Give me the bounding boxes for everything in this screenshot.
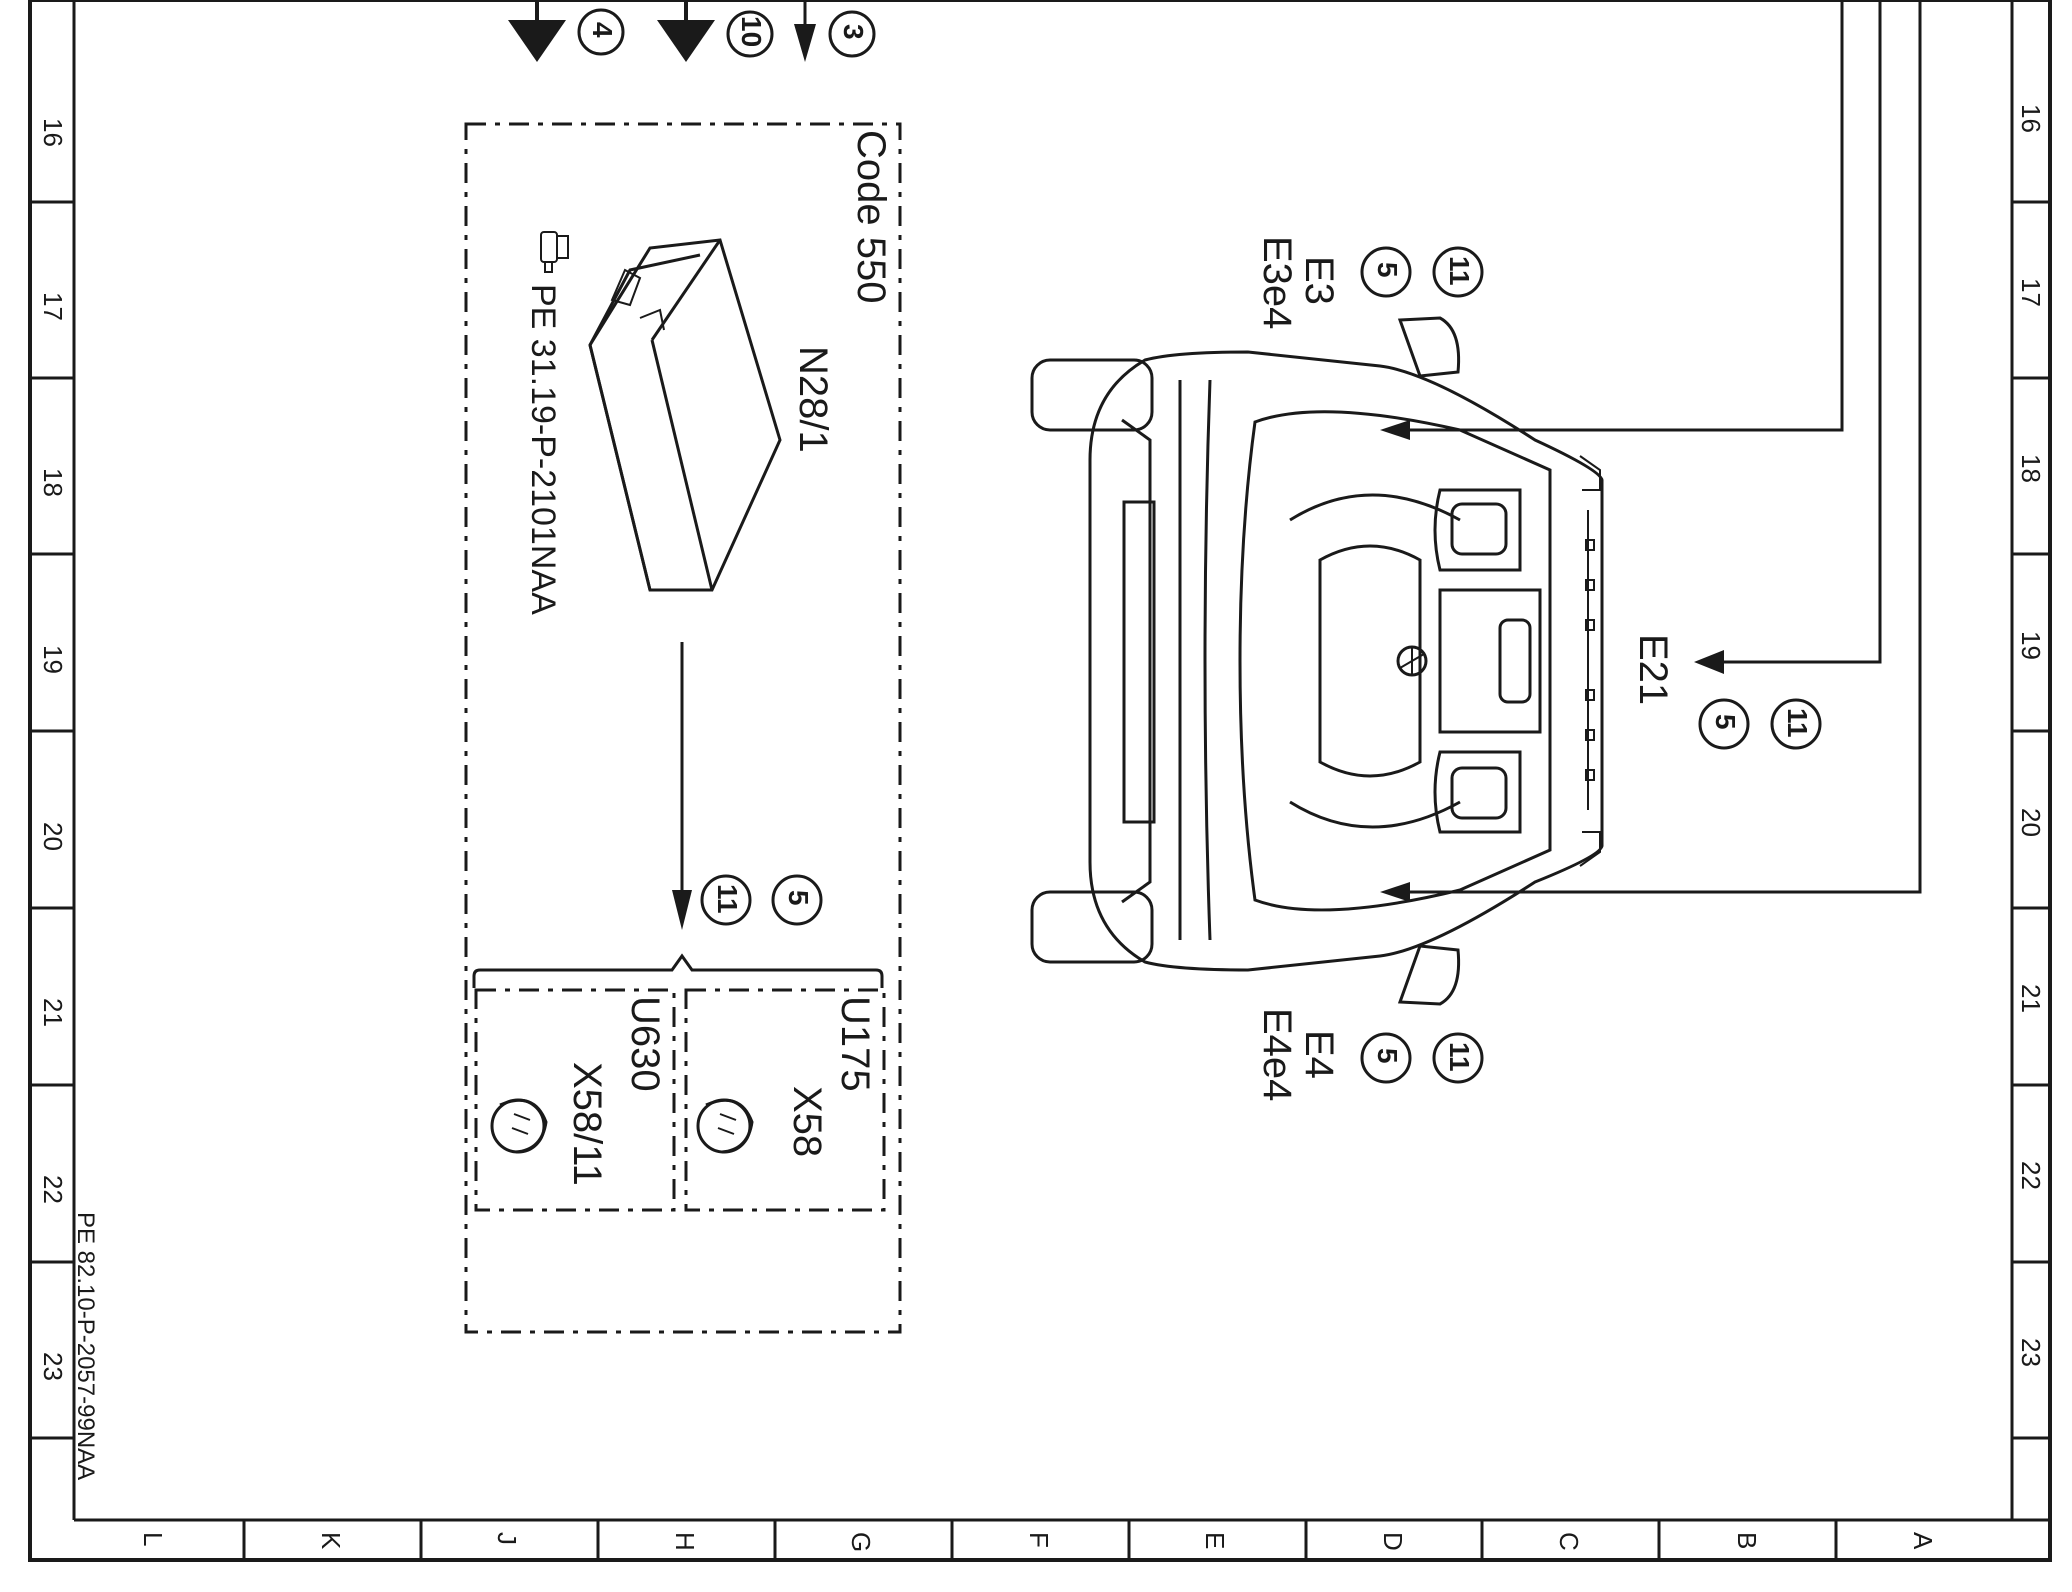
ref-circle-label: 11 <box>1444 1042 1475 1072</box>
row-number: 16 <box>2016 104 2046 133</box>
light-label-e3: E3 E3e4 5 11 <box>1255 236 1484 329</box>
row-number: 18 <box>38 468 68 497</box>
column-letter: K <box>316 1532 346 1550</box>
ref-circle-label: 3 <box>838 24 869 40</box>
connector-unit-label: U630 <box>623 996 667 1092</box>
column-letter: H <box>670 1532 700 1551</box>
connector-id-label: X58 <box>785 1086 829 1157</box>
row-number: 19 <box>2016 631 2046 660</box>
ref-circle-label: 11 <box>1782 708 1813 738</box>
row-number: 22 <box>38 1175 68 1204</box>
row-number: 21 <box>2016 984 2046 1013</box>
center-name: E21 <box>1631 634 1675 705</box>
code-label: Code 550 <box>849 130 893 303</box>
column-letter: C <box>1554 1532 1584 1551</box>
vehicle-front-view <box>1030 316 1604 1006</box>
drawing-reference: PE 82.10-P-2057-99NAA <box>72 1212 99 1480</box>
component-label: N28/1 <box>791 346 835 453</box>
connector-plug-icon <box>490 1098 548 1154</box>
column-letter: A <box>1908 1532 1938 1550</box>
column-letter: L <box>138 1532 168 1546</box>
center-label-e21: E21 5 11 <box>1631 634 1822 750</box>
connector-id-label: X58/11 <box>565 1062 609 1186</box>
ref-circle-label: 5 <box>1372 262 1403 278</box>
row-number: 20 <box>38 822 68 851</box>
column-letter: D <box>1378 1532 1408 1551</box>
incoming-arrow-3: 3 <box>794 0 876 62</box>
control-unit-drawing <box>588 238 782 592</box>
module-box: Code 550 N28/1 PE 31.19-P-2101NAA 11 5 <box>464 122 902 1334</box>
row-number: 17 <box>38 292 68 321</box>
signal-wires <box>1380 0 1922 902</box>
incoming-arrow-4: 4 <box>508 0 625 62</box>
row-number: 21 <box>38 998 68 1027</box>
row-number: 22 <box>2016 1161 2046 1190</box>
ref-circle-label: 10 <box>736 16 767 47</box>
row-number: 19 <box>38 645 68 674</box>
row-number: 20 <box>2016 808 2046 837</box>
column-letters: L K J H G F E D C B A <box>138 1532 1938 1552</box>
connector-unit-label: U175 <box>833 996 877 1092</box>
column-letter: J <box>492 1532 522 1545</box>
pointing-hand-icon <box>540 231 569 273</box>
row-number: 16 <box>38 118 68 147</box>
column-letter: G <box>846 1532 876 1552</box>
ref-circle-label: 5 <box>1372 1048 1403 1064</box>
light-sub-name: E4e4 <box>1255 1008 1299 1101</box>
ref-circle-label: 4 <box>587 22 618 38</box>
light-label-e4: E4 E4e4 5 11 <box>1255 1008 1484 1101</box>
column-letter: B <box>1732 1532 1762 1549</box>
ref-circle-label: 11 <box>712 884 743 914</box>
connector-plug-icon <box>696 1098 754 1154</box>
column-letter: E <box>1200 1532 1230 1549</box>
ref-circle-label: 5 <box>1710 714 1741 730</box>
row-number: 17 <box>2016 278 2046 307</box>
row-number: 23 <box>38 1352 68 1381</box>
drawing-frame <box>28 0 2052 1562</box>
row-number: 23 <box>2016 1338 2046 1367</box>
ref-circle-label: 5 <box>783 890 814 906</box>
row-numbers-right: 16 17 18 19 20 21 22 23 <box>2016 104 2046 1367</box>
reference-label: PE 31.19-P-2101NAA <box>524 284 562 615</box>
row-number: 18 <box>2016 454 2046 483</box>
ref-circle-label: 11 <box>1444 256 1475 286</box>
incoming-arrow-10: 10 <box>657 0 774 62</box>
light-name: E3 <box>1297 256 1341 305</box>
light-sub-name: E3e4 <box>1255 236 1299 329</box>
row-numbers-left: 16 17 18 19 20 21 22 23 <box>38 118 68 1381</box>
column-letter: F <box>1024 1532 1054 1548</box>
light-name: E4 <box>1297 1030 1341 1079</box>
